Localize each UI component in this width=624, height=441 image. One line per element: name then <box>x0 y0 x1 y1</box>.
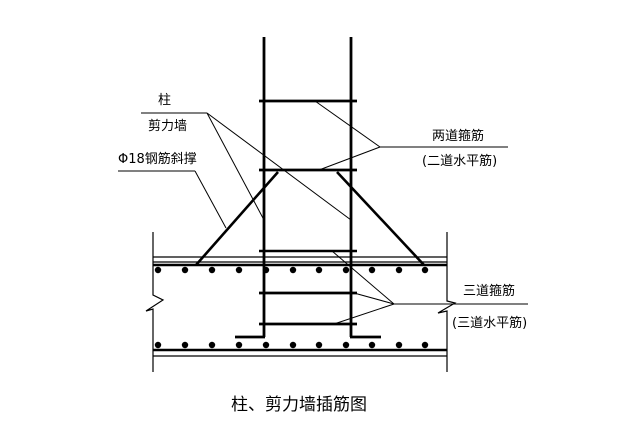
leader-two-stirrups-b <box>318 146 381 171</box>
leader-column <box>206 112 352 221</box>
top-longitudinal-bar-section <box>208 266 216 274</box>
bottom-longitudinal-bar-section <box>421 341 429 349</box>
diagonal-brace-right <box>336 171 425 266</box>
bottom-longitudinal-bar-section <box>289 341 297 349</box>
bottom-longitudinal-bar-section <box>208 341 216 349</box>
label-two-stirrups-note: (二道水平筋) <box>422 154 498 169</box>
top-longitudinal-bar-section <box>395 266 403 274</box>
label-column: 柱 <box>158 93 172 108</box>
top-longitudinal-bar-section <box>421 266 429 274</box>
label-shear-wall: 剪力墙 <box>148 119 188 134</box>
top-longitudinal-bar-section <box>368 266 376 274</box>
leader-three-stirrups-b <box>353 292 395 305</box>
label-three-stirrups-note: (三道水平筋) <box>452 316 528 331</box>
bottom-longitudinal-bar-section <box>395 341 403 349</box>
bottom-longitudinal-bar-section <box>368 341 376 349</box>
top-longitudinal-bar-section <box>154 266 162 274</box>
diagonal-brace-left <box>195 171 279 266</box>
bottom-longitudinal-bar-section <box>181 341 189 349</box>
top-longitudinal-bar-section <box>342 266 350 274</box>
label-diagonal-brace: Φ18钢筋斜撑 <box>118 152 197 167</box>
bottom-longitudinal-bar-section <box>315 341 323 349</box>
top-longitudinal-bar-section <box>315 266 323 274</box>
bottom-longitudinal-bar-section <box>342 341 350 349</box>
top-longitudinal-bar-section <box>262 266 270 274</box>
top-longitudinal-bar-section <box>181 266 189 274</box>
leader-three-stirrups-c <box>333 303 395 325</box>
diagram-title: 柱、剪力墙插筋图 <box>231 395 367 415</box>
beam-left-edge <box>145 232 165 372</box>
label-three-stirrups: 三道箍筋 <box>463 284 516 299</box>
leader-three-stirrups-a <box>331 250 395 305</box>
beam-right-edge <box>437 232 457 372</box>
leader-two-stirrups-a <box>314 100 381 148</box>
bottom-longitudinal-bar-section <box>154 341 162 349</box>
label-two-stirrups: 两道箍筋 <box>432 129 485 144</box>
bottom-longitudinal-bar-section <box>235 341 243 349</box>
top-longitudinal-bar-section <box>235 266 243 274</box>
leader-shear-wall <box>206 112 265 221</box>
top-longitudinal-bar-section <box>289 266 297 274</box>
bottom-longitudinal-bar-section <box>262 341 270 349</box>
leader-brace <box>194 170 227 229</box>
